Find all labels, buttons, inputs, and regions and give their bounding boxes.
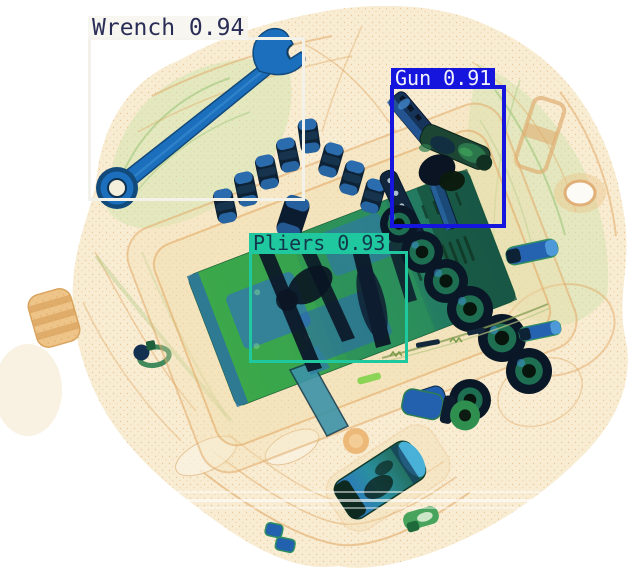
wrench-bbox: Wrench 0.94 — [88, 15, 305, 201]
molded-slot — [175, 435, 237, 477]
grommet-hole — [554, 173, 606, 213]
strap-buckle — [513, 95, 567, 175]
socket-rings — [380, 205, 552, 421]
socket-set-row — [212, 118, 386, 240]
extension-rod — [357, 303, 551, 385]
pliers-detection-label: Pliers 0.93 — [249, 232, 390, 254]
case-circle — [343, 428, 369, 454]
gun-object — [386, 91, 493, 231]
pliers-object — [258, 246, 355, 372]
bag-side-blob — [0, 344, 62, 436]
scan-line-artifacts — [0, 491, 632, 509]
gun-bbox: Gun 0.91 — [390, 67, 506, 228]
green-bit — [403, 506, 439, 533]
gun-detection-label: Gun 0.91 — [391, 67, 496, 89]
clip-item — [133, 340, 172, 369]
screwdriver-object — [352, 232, 417, 348]
universal-joint — [401, 388, 481, 431]
mini-sockets — [264, 521, 296, 554]
socket-bit — [505, 238, 559, 266]
pliers-bbox: Pliers 0.93 — [249, 232, 408, 363]
wrench-detection-label: Wrench 0.94 — [88, 15, 249, 40]
strap-roller — [27, 288, 81, 348]
socket-bit — [518, 320, 562, 342]
